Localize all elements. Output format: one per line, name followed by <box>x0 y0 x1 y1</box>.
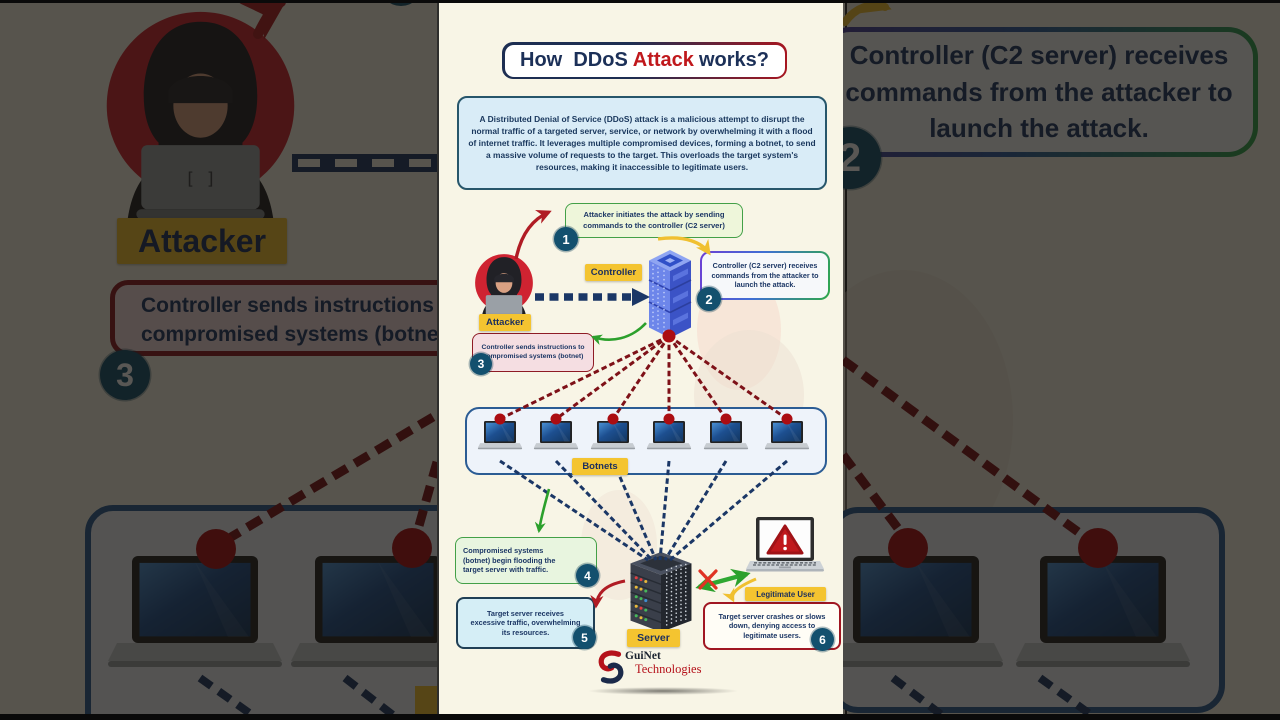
step1-badge: 1 <box>554 227 578 251</box>
step2-callout: Controller (C2 server) receives commands… <box>700 251 830 300</box>
bg-laptop <box>1016 556 1190 667</box>
bottom-letterbox <box>0 714 1280 720</box>
background-left-panel: [ ] Attacker Controller sends instructio… <box>0 0 437 720</box>
step1-callout: Attacker initiates the attack by sending… <box>565 203 743 238</box>
botnet-laptop <box>703 421 749 450</box>
step5-badge: 5 <box>573 626 596 649</box>
botnet-laptop <box>646 421 692 450</box>
svg-text:[ ]: [ ] <box>185 170 216 190</box>
botnet-laptop <box>590 421 636 450</box>
controller-server <box>648 250 692 338</box>
target-server <box>630 552 692 632</box>
step6-callout: Target server crashes or slows down, den… <box>703 602 841 650</box>
attacker-avatar-large: [ ] <box>106 11 295 229</box>
bg-laptop <box>291 556 437 667</box>
step4-badge: 4 <box>576 564 599 587</box>
legitimate-user-label: Legitimate User <box>745 587 826 601</box>
bg-step3-badge: 3 <box>100 350 150 400</box>
logo-name: GuiNet <box>625 650 661 662</box>
background-right-panel: Controller (C2 server) receives commands… <box>843 0 1280 720</box>
top-letterbox <box>0 0 1280 3</box>
logo-subtitle: Technologies <box>635 662 702 676</box>
guinet-logo-icon <box>598 650 624 684</box>
botnet-laptop <box>764 421 810 450</box>
botnet-laptop <box>533 421 579 450</box>
server-label: Server <box>627 629 680 647</box>
botnets-label: Botnets <box>572 458 628 475</box>
legitimate-user-laptop <box>746 517 824 572</box>
bg-attacker-label: Attacker <box>117 218 287 264</box>
bg-step3-callout: Controller sends instructions t compromi… <box>110 280 437 356</box>
bg-laptop <box>108 556 282 667</box>
step5-callout: Target server receives excessive traffic… <box>456 597 595 649</box>
bg-laptop <box>843 556 1003 667</box>
logo-shadow <box>587 687 739 695</box>
attacker-label: Attacker <box>479 314 531 331</box>
botnet-laptop <box>477 421 523 450</box>
step3-badge: 3 <box>470 353 492 375</box>
controller-label: Controller <box>585 264 642 281</box>
bg-step2-callout: Controller (C2 server) receives commands… <box>843 27 1258 157</box>
description-box: A Distributed Denial of Service (DDoS) a… <box>457 96 827 190</box>
step6-badge: 6 <box>811 628 834 651</box>
step2-badge: 2 <box>697 287 721 311</box>
attacker-avatar <box>475 254 533 321</box>
